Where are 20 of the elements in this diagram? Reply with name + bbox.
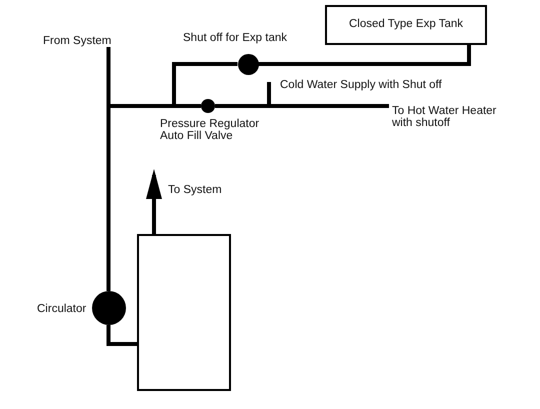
pipe-label: To Hot Water Heater with shutoff [389,105,507,129]
edge-label: To System [168,184,222,196]
pipe-label: Cold Water Supply with Shut off [271,78,442,90]
pipe [106,325,137,346]
arrow [146,169,162,234]
tank-box: Closed Type Exp Tank [325,5,487,45]
valve-label: Shut off for Exp tank [183,32,287,44]
valve-symbol [201,99,215,113]
valve-symbol [238,54,258,74]
pump-label: Circulator [37,302,86,314]
pipe [269,104,389,108]
pipe [215,104,269,108]
boiler-box [137,234,231,391]
pipe [267,82,272,106]
pipe [258,45,471,66]
valve-label: Pressure Regulator Auto Fill Valve [160,118,260,142]
pipe [172,62,238,106]
pump-symbol [92,291,126,325]
pipe-label: From System [43,35,112,47]
pipe [106,106,110,291]
